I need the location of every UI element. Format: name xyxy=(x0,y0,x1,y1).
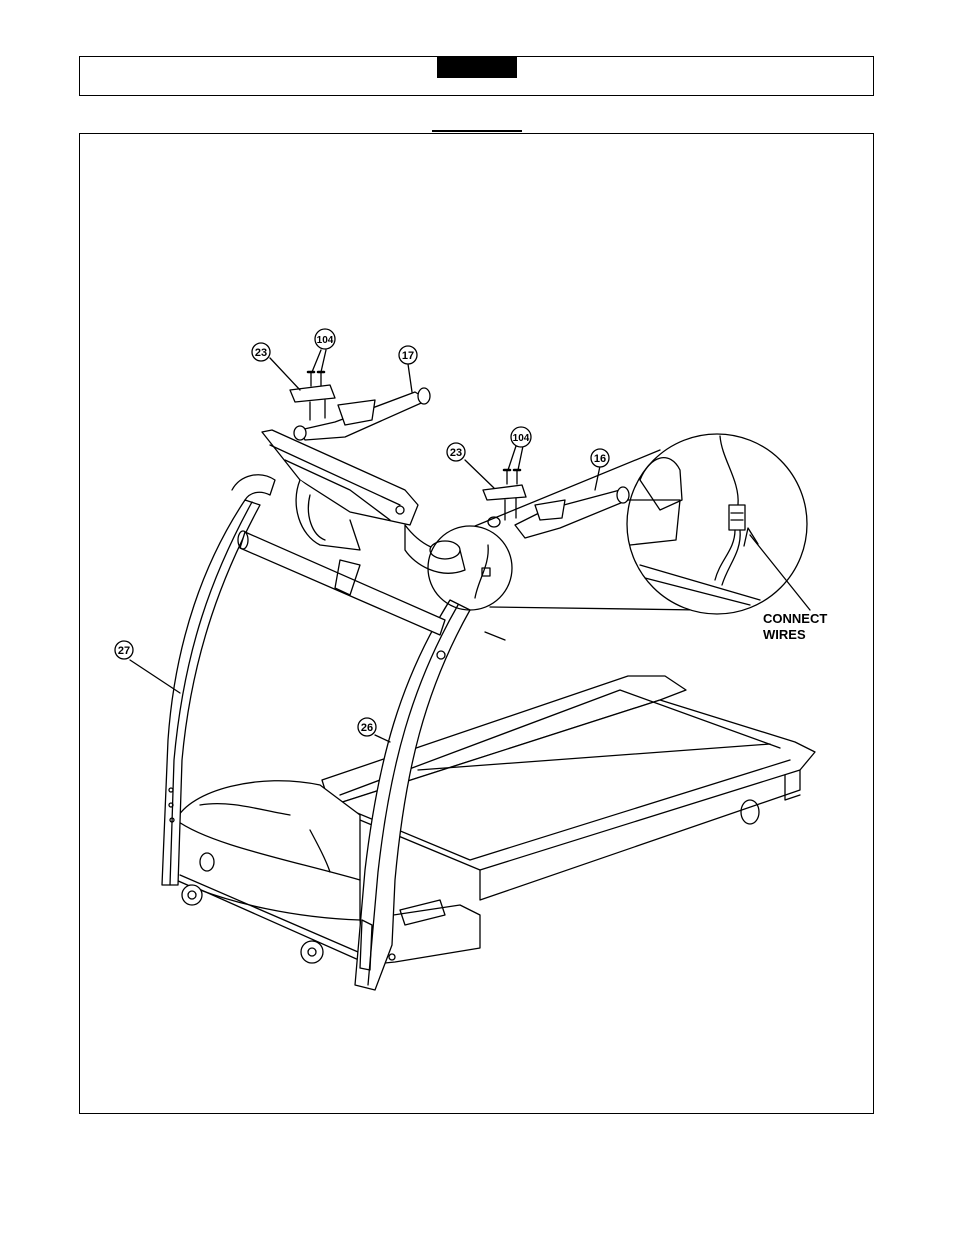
callout-17: 17 xyxy=(399,346,417,364)
svg-text:16: 16 xyxy=(594,453,606,465)
motor-hood xyxy=(176,781,360,920)
callout-23-right: 23 xyxy=(447,443,465,461)
svg-text:17: 17 xyxy=(402,350,414,362)
svg-text:23: 23 xyxy=(450,447,462,459)
svg-text:26: 26 xyxy=(361,722,373,734)
svg-text:104: 104 xyxy=(513,433,530,444)
svg-text:23: 23 xyxy=(255,347,267,359)
detail-note-line1: CONNECT xyxy=(763,611,827,626)
wire-harness xyxy=(475,545,505,640)
svg-text:104: 104 xyxy=(317,335,334,346)
bracket-23-left xyxy=(290,372,335,420)
detail-circle xyxy=(627,434,807,614)
callout-26: 26 xyxy=(358,718,376,736)
callout-104-right: 104 xyxy=(511,427,531,447)
callout-104-left: 104 xyxy=(315,329,335,349)
bracket-23-right xyxy=(483,470,526,520)
svg-text:27: 27 xyxy=(118,645,130,657)
detail-note-line2: WIRES xyxy=(763,627,806,642)
callout-23-left: 23 xyxy=(252,343,270,361)
callout-16: 16 xyxy=(591,449,609,467)
callout-27: 27 xyxy=(115,641,133,659)
